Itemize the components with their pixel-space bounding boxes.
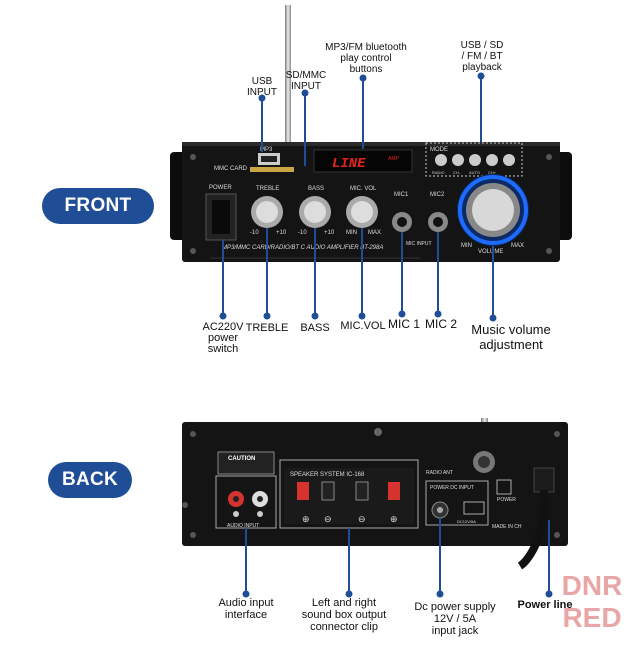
svg-text:⊕: ⊕: [390, 514, 398, 524]
svg-text:⊖: ⊖: [324, 514, 332, 524]
caution-text: CAUTION: [228, 456, 255, 462]
treble-label: TREBLE: [245, 322, 289, 334]
treble-panel-label: TREBLE: [256, 186, 279, 192]
power-switch-label: AC220V power switch: [202, 321, 244, 355]
volume-label: Music volume adjustment: [471, 322, 551, 352]
dc-rating-label: DC12V/5A: [457, 519, 476, 524]
power-panel-label: POWER: [209, 185, 232, 191]
treble-knob: [251, 196, 283, 228]
mic-max: MAX: [368, 230, 381, 236]
playback-label: USB / SD / FM / BT playback: [460, 40, 504, 73]
dc-jack-label: Dc power supply 12V / 5A input jack: [414, 601, 496, 637]
mp3-control-label: MP3/FM bluetooth play control buttons: [325, 42, 407, 75]
bass-max: +10: [324, 230, 335, 236]
watermark-dnr: DNR: [561, 570, 623, 601]
bass-min: -10: [298, 230, 307, 236]
radio-ant-label: RADIO ANT: [426, 470, 453, 476]
audio-input-panel-label: AUDIO INPUT: [227, 523, 259, 529]
micvol-panel-label: MIC. VOL: [350, 186, 377, 192]
micvol-knob: [346, 196, 378, 228]
vol-max: MAX: [511, 243, 524, 249]
display-small: AMP: [388, 156, 400, 162]
btn-label-2: CH-: [453, 170, 461, 175]
btn-label-1: RADIO: [432, 170, 445, 175]
watermark-red: RED: [562, 602, 622, 633]
antenna: [285, 5, 291, 143]
treble-max: +10: [276, 230, 287, 236]
micvol-label: MIC.VOL: [340, 320, 386, 332]
model-text: MP3/MMC CARD/RADIO/BT C AUDIO AMPLIFIER …: [222, 245, 383, 251]
mic-min: MIN: [346, 230, 357, 236]
btn-label-3: AUTO: [469, 170, 480, 175]
power-back-label: POWER: [497, 497, 516, 503]
volume-knob: [457, 174, 529, 246]
mmc-card-label: MMC CARD: [214, 166, 248, 172]
mic2-panel-label: MIC2: [430, 192, 445, 198]
mode-label: MODE: [430, 147, 448, 153]
bass-knob: [299, 196, 331, 228]
sd-input-label: SD/MMC INPUT: [285, 70, 327, 92]
mic1-panel-label: MIC1: [394, 192, 409, 198]
power-line-label: Power line: [517, 599, 573, 611]
mp3-label: MP3: [260, 147, 273, 153]
mic2-label: MIC 2: [424, 317, 457, 331]
usb-input-label: USB INPUT: [247, 76, 277, 98]
audio-input-label: Audio input interface: [218, 597, 274, 621]
svg-text:⊖: ⊖: [358, 514, 366, 524]
vol-min: MIN: [461, 243, 472, 249]
front-label: FRONT: [42, 188, 154, 224]
speaker-system-label: SPEAKER SYSTEM IC-168: [290, 472, 365, 478]
display-text: LINE: [332, 156, 366, 172]
bass-label: BASS: [300, 322, 330, 334]
btn-label-4: CH+: [488, 170, 497, 175]
mic1-label: MIC 1: [387, 317, 420, 331]
bass-panel-label: BASS: [308, 186, 324, 192]
speaker-clip-label: Left and right sound box output connecto…: [301, 597, 387, 633]
volume-panel-label: VOLUME: [478, 249, 503, 255]
svg-text:⊕: ⊕: [302, 514, 310, 524]
made-in-label: MADE IN CH: [492, 524, 522, 530]
treble-min: -10: [250, 230, 259, 236]
mic-input-label: MIC INPUT: [406, 241, 432, 247]
power-dc-label: POWER DC INPUT: [430, 485, 474, 491]
back-label: BACK: [48, 462, 132, 498]
